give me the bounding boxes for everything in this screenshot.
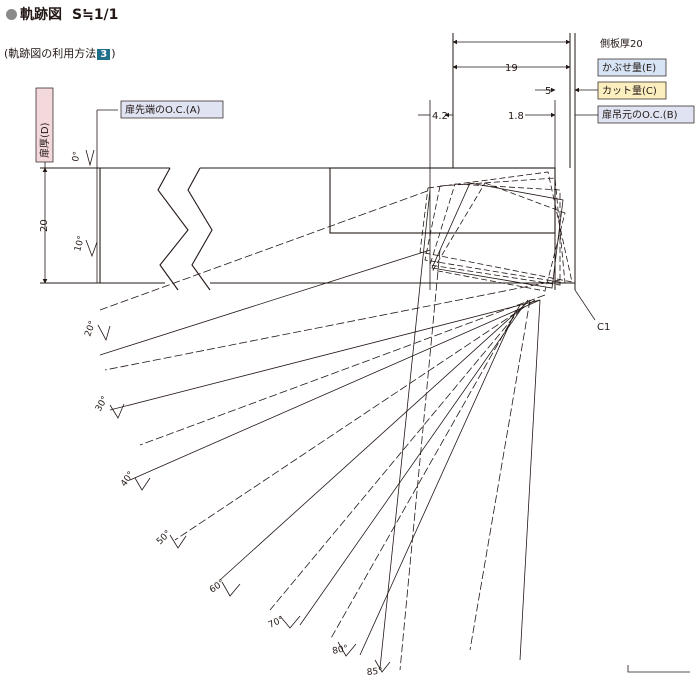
door-trajectory [99, 171, 573, 671]
angle-label: 85° [366, 667, 383, 678]
dim-5: 5 [545, 86, 551, 97]
dim-1-8: 1.8 [508, 111, 524, 122]
overlay-text: かぶせ量(E) [602, 62, 656, 74]
angle-label: 40° [119, 470, 136, 489]
door-thickness-text: 扉厚(D) [38, 122, 51, 158]
angle-label: 50° [155, 529, 173, 547]
angle-label: 30° [94, 395, 111, 414]
closed-door [40, 167, 575, 291]
cut-text: カット量(C) [602, 85, 657, 97]
corner-c1: C1 [597, 322, 610, 333]
angle-label: 0° [71, 151, 83, 163]
hinge-oc-text: 扉吊元のO.C.(B) [602, 108, 678, 121]
label-door-edge-oc: 扉先端のO.C.(A) [120, 100, 224, 119]
diagram-title: 軌跡図 S≒1/1 [6, 4, 118, 24]
door-edge-oc-text: 扉先端のO.C.(A) [125, 103, 201, 116]
label-door-thickness: 扉厚(D) [35, 87, 54, 163]
label-cut: カット量(C) [597, 81, 667, 100]
bullet-icon [6, 9, 17, 20]
title-text: 軌跡図 [20, 7, 62, 23]
label-side-panel: 側板厚20 [600, 37, 643, 50]
usage-number-badge: 3 [97, 49, 111, 60]
angle-label: 10° [73, 235, 87, 253]
angle-label: 60° [208, 578, 227, 595]
scale-text: S≒1/1 [72, 7, 119, 23]
angle-label: 20° [83, 320, 98, 338]
dim-20: 20 [39, 219, 50, 232]
dim-4-2: 4.2 [432, 111, 448, 122]
label-overlay: かぶせ量(E) [597, 58, 667, 77]
corner-mark [627, 665, 690, 673]
usage-suffix: ) [111, 47, 116, 60]
dimension-lines [42, 39, 598, 290]
angle-labels: 0° 10° 20° 30° 40° 50° 60° 70° 80° 85° [71, 151, 383, 678]
angle-label: 70° [267, 615, 286, 631]
angle-ticks [85, 149, 391, 673]
dim-19: 19 [505, 63, 518, 74]
side-panel-text: 側板厚20 [600, 37, 643, 50]
usage-prefix: (軌跡図の利用方法 [4, 47, 97, 60]
label-hinge-oc: 扉吊元のO.C.(B) [597, 105, 695, 124]
